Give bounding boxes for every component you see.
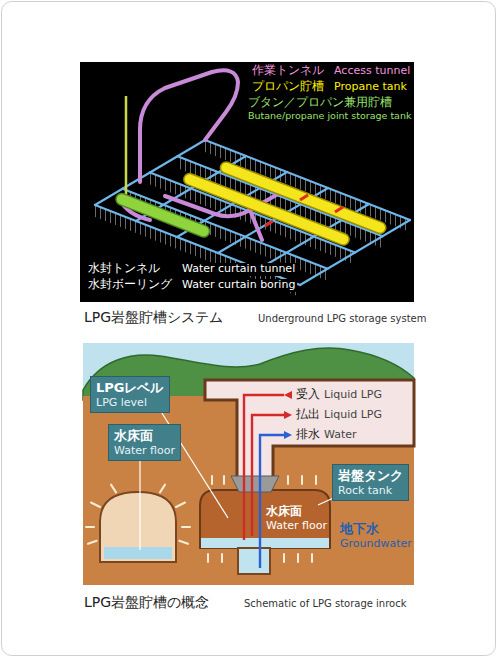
groundwater-pressure [297, 554, 299, 562]
label: プロパン貯槽 [252, 80, 324, 94]
box-heading: 岩盤タンク [338, 468, 403, 484]
groundwater-pressure [223, 476, 225, 484]
connection-bar [335, 207, 343, 212]
callout-box: 水床面Water floor [108, 424, 181, 461]
label: Groundwater [340, 538, 412, 551]
label: Underground LPG storage system [258, 313, 427, 325]
flow-arrow [284, 391, 292, 439]
label: 水封トンネル [86, 262, 162, 276]
label: 排水 [296, 428, 320, 442]
pipe [244, 395, 284, 568]
label: Water curtain boring [180, 279, 297, 292]
rock-tank [200, 490, 330, 548]
groundwater-pressure [160, 485, 165, 493]
connection-bar [265, 195, 343, 226]
groundwater-pressure [91, 503, 100, 508]
label: 地下水 [340, 522, 379, 537]
label: Water [324, 429, 357, 442]
water-floor [104, 547, 172, 559]
access-tunnels [250, 210, 262, 240]
groundwater-pressure [311, 554, 313, 562]
water-curtain-tunnels [205, 140, 410, 220]
water-curtain-tunnel [100, 492, 176, 562]
shaft-line [125, 96, 128, 196]
flow-arrow [284, 391, 292, 399]
box-heading: 水床面 [114, 428, 153, 444]
groundwater-pressure [221, 554, 223, 562]
label: Schematic of LPG storage inrock [244, 598, 407, 610]
leader-line [139, 450, 140, 550]
butane-propane-tank [122, 199, 204, 231]
callout-box: 岩盤タンクRock tank [332, 464, 409, 501]
groundwater-pressure [88, 541, 97, 544]
box-subtitle: Water floor [114, 444, 175, 457]
label: ブタン／プロパン兼用貯槽 [248, 96, 392, 110]
groundwater-pressure [86, 526, 94, 528]
groundwater-pressure [315, 476, 317, 484]
label: Butane/propane joint storage tank [248, 111, 411, 122]
label: 払出 [296, 408, 320, 422]
box-heading: LPGレベル [96, 380, 163, 396]
propane-tank [226, 168, 380, 228]
propane-tank [226, 168, 380, 228]
label: 作業トンネル [252, 64, 324, 78]
water-curtain-borings [205, 140, 410, 232]
flow-arrow [284, 411, 292, 419]
label: LPG岩盤貯槽の概念 [84, 594, 209, 610]
label: Propane tank [334, 81, 407, 94]
butane-propane-tank [122, 199, 204, 231]
label: 水床面 [266, 505, 302, 519]
pipe [260, 435, 284, 568]
butane-propane-tank [122, 199, 204, 231]
label: 受入 [296, 388, 320, 402]
tank-water [201, 538, 329, 548]
water-curtain-tunnels [95, 140, 205, 205]
groundwater-pressure [86, 476, 316, 562]
groundwater-pressure [301, 476, 303, 484]
sump-pit [238, 548, 270, 574]
render-background [80, 62, 414, 302]
label: Liquid LPG [324, 409, 382, 422]
label: 水封ボーリング [86, 278, 174, 292]
callout-box: LPGレベルLPG level [90, 376, 170, 413]
pipe [244, 395, 284, 540]
storage-schematic [83, 343, 414, 585]
label: Water floor [266, 520, 327, 533]
groundwater-pressure [207, 554, 209, 562]
groundwater-pressure [176, 503, 185, 508]
groundwater-pressure [111, 485, 116, 493]
groundwater-pressure [283, 554, 285, 562]
label: Liquid LPG [324, 389, 382, 402]
label: Water curtain tunnel [180, 263, 297, 276]
groundwater-pressure [179, 541, 188, 544]
connection-bar [265, 221, 273, 226]
connection-bar [300, 195, 308, 200]
groundwater-pressure [287, 476, 289, 484]
label: LPG岩盤貯槽システム [84, 309, 223, 325]
label: Access tunnel [334, 65, 410, 78]
groundwater-pressure [211, 476, 213, 484]
groundwater-pressure [182, 526, 190, 528]
propane-tank [190, 168, 380, 240]
system-render [80, 62, 414, 302]
plug [231, 476, 279, 492]
box-subtitle: LPG level [96, 396, 147, 409]
flow-arrow [284, 431, 292, 439]
box-subtitle: Rock tank [338, 484, 392, 497]
